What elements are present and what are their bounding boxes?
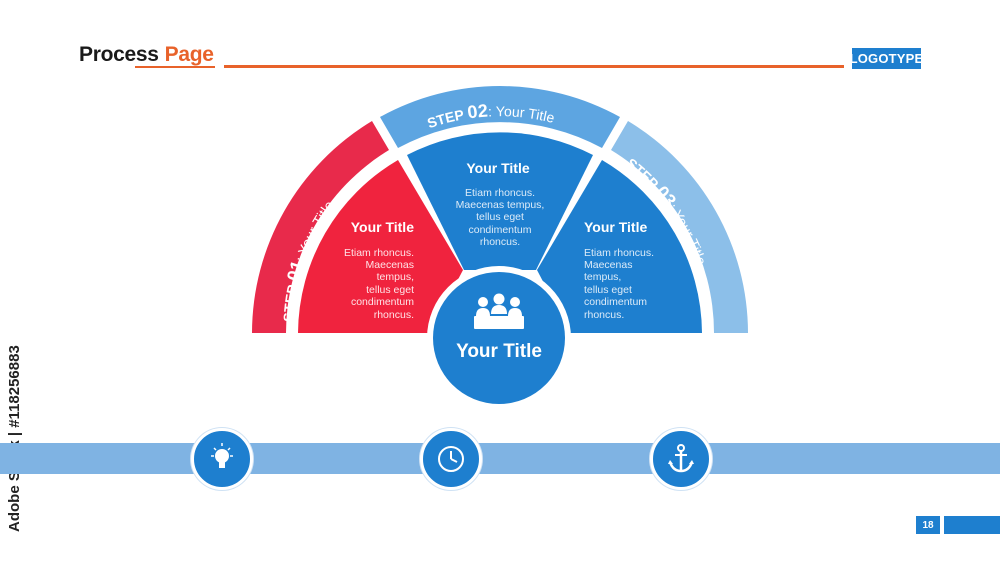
segment-2-body-line: tellus eget xyxy=(476,211,524,223)
anchor-icon xyxy=(668,444,694,473)
team-meeting-icon xyxy=(474,293,524,329)
segment-2-body-line: Etiam rhoncus. xyxy=(465,187,535,199)
segment-2-body-line: Maecenas tempus, xyxy=(456,199,545,211)
page-title-word-1: Process xyxy=(79,43,159,66)
segment-1-body-line: tempus, xyxy=(377,271,414,283)
step-1-prefix: STEP xyxy=(280,279,301,322)
segment-3 xyxy=(537,160,702,333)
segment-1-body-line: Etiam rhoncus. xyxy=(344,247,414,259)
timeline-node-3 xyxy=(650,428,712,490)
step-1-ring xyxy=(252,121,389,333)
center-title: Your Title xyxy=(456,341,542,362)
page-number-bar xyxy=(944,516,1000,534)
page-number: 18 xyxy=(916,516,940,534)
title-underline xyxy=(135,66,215,68)
segment-1-body-line: Maecenas xyxy=(366,259,414,271)
segment-3-body-line: condimentum xyxy=(584,296,647,308)
page-title-word-2: Page xyxy=(164,43,214,66)
segment-3-body-line: Etiam rhoncus. xyxy=(584,247,654,259)
segment-1-title: Your Title xyxy=(351,219,414,235)
segment-1-body-line: condimentum xyxy=(351,296,414,308)
center-circle xyxy=(433,272,565,404)
segment-1-body: Etiam rhoncus. Maecenas tempus, tellus e… xyxy=(344,247,414,321)
timeline-node-1 xyxy=(191,428,253,490)
step-2-ring xyxy=(380,86,620,148)
segment-2-title: Your Title xyxy=(466,160,529,176)
segment-2-body: Etiam rhoncus. Maecenas tempus, tellus e… xyxy=(456,187,545,248)
segment-2-body-line: rhoncus. xyxy=(480,236,520,248)
timeline-bar xyxy=(0,443,1000,474)
segment-3-body-line: Maecenas xyxy=(584,259,632,271)
clock-icon xyxy=(438,446,464,472)
header-rule xyxy=(224,65,844,68)
lightbulb-icon xyxy=(211,443,233,468)
segment-3-body-line: tellus eget xyxy=(584,284,632,296)
timeline-node-2 xyxy=(420,428,482,490)
segment-1-body-line: tellus eget xyxy=(366,284,414,296)
segment-3-body-line: rhoncus. xyxy=(584,309,624,321)
step-3-ring xyxy=(611,121,748,333)
segment-1 xyxy=(298,160,463,333)
segment-2-body-line: condimentum xyxy=(468,224,531,236)
segment-2 xyxy=(407,132,593,270)
step-2-number: 02 xyxy=(466,100,488,122)
segment-3-body-line: tempus, xyxy=(584,271,621,283)
segment-3-body: Etiam rhoncus. Maecenas tempus, tellus e… xyxy=(584,247,654,321)
segment-3-title: Your Title xyxy=(584,219,647,235)
segment-1-body-line: rhoncus. xyxy=(374,309,414,321)
logotype: LOGOTYPE xyxy=(850,48,923,69)
